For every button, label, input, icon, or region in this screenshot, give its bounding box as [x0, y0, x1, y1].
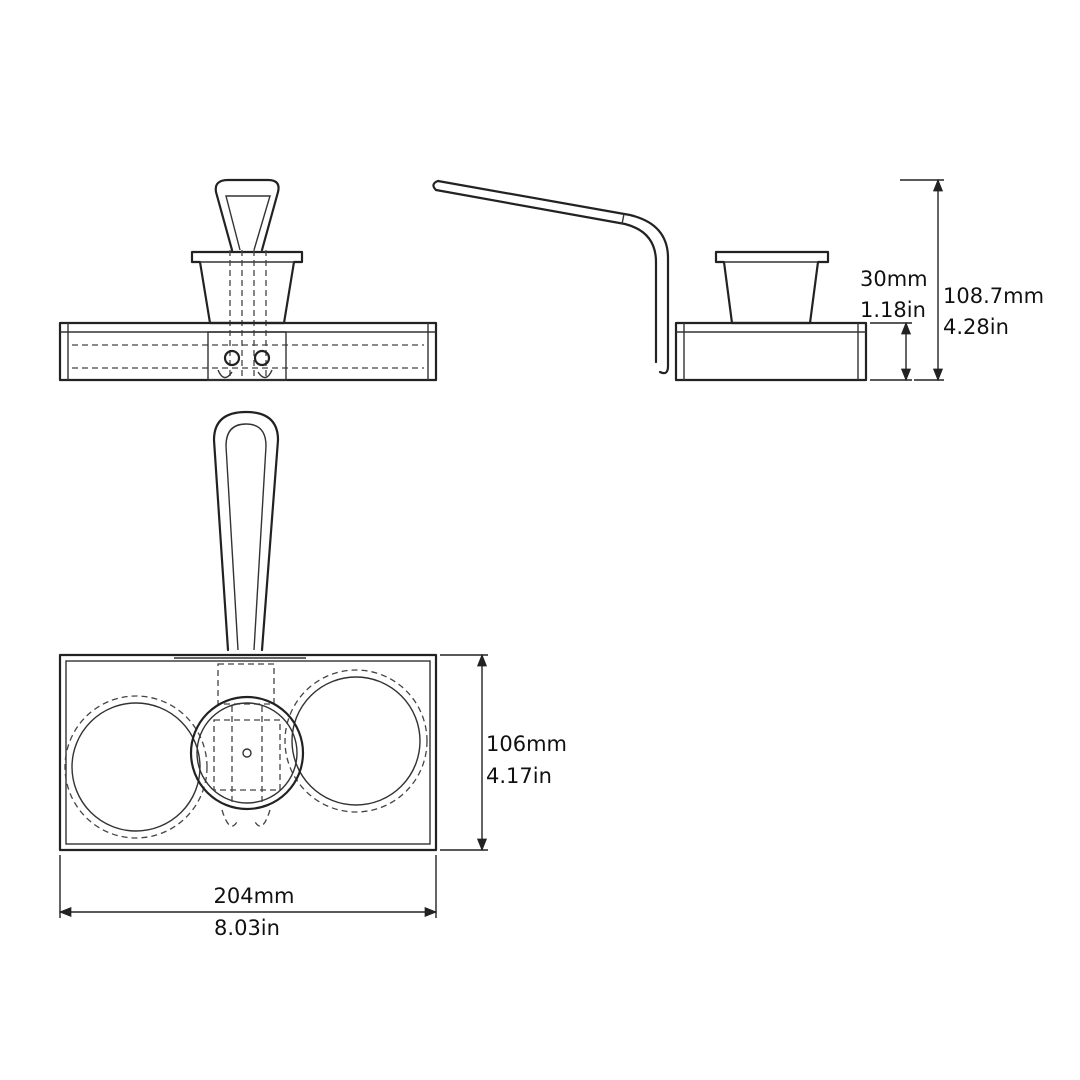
top-view: [58, 410, 438, 852]
depth-in-label: 4.17in: [486, 764, 552, 788]
side-view: [432, 179, 868, 382]
top-base: [58, 653, 438, 852]
base-height-mm-label: 30mm: [860, 267, 928, 291]
side-base: [674, 321, 868, 382]
left-patty-circle: [64, 695, 208, 839]
right-patty-circle: [284, 669, 428, 813]
top-handle: [212, 410, 280, 652]
front-view: [58, 178, 438, 382]
front-handle: [214, 178, 280, 252]
total-height-mm-label: 108.7mm: [943, 284, 1044, 308]
base-height-in-label: 1.18in: [860, 298, 926, 322]
dimension-lines: [58, 178, 944, 918]
width-in-label: 8.03in: [214, 916, 280, 940]
depth-mm-label: 106mm: [486, 732, 567, 756]
side-handle: [436, 179, 670, 375]
width-mm-label: 204mm: [214, 884, 295, 908]
total-height-in-label: 4.28in: [943, 315, 1009, 339]
center-press: [189, 695, 305, 811]
